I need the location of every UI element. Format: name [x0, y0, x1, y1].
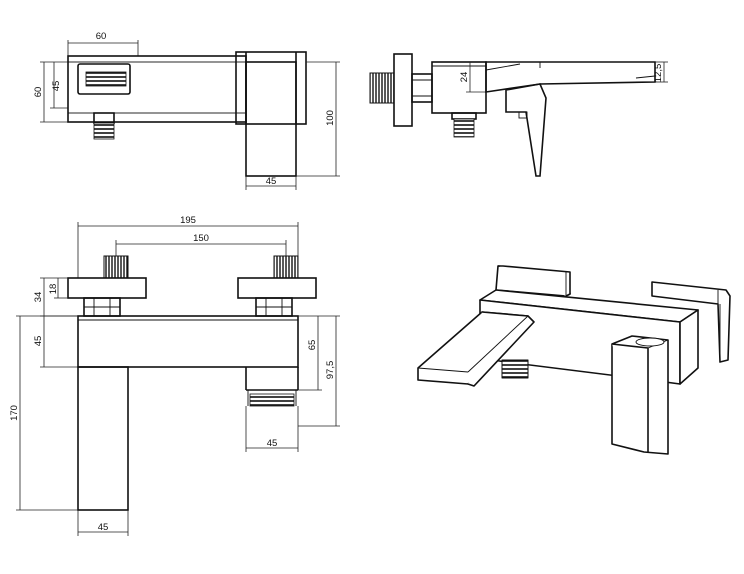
dim-front-45-bottom: 45 — [98, 522, 109, 533]
dim-front-65: 65 — [307, 340, 318, 351]
dim-top-width-60: 60 — [96, 31, 107, 42]
dim-top-height-60: 60 — [33, 87, 44, 98]
dim-front-195: 195 — [180, 215, 196, 226]
isometric-view — [417, 265, 731, 455]
top-view: 60 60 45 100 45 — [33, 31, 340, 190]
dim-side-12-5: 12,5 — [653, 64, 664, 83]
front-left-inlet-thread — [103, 255, 129, 279]
side-view: 24 12,5 — [369, 53, 668, 177]
dim-side-24: 24 — [459, 72, 470, 83]
dim-front-34: 34 — [33, 292, 44, 303]
side-bottom-thread — [453, 118, 475, 138]
dim-top-height-45: 45 — [51, 81, 62, 92]
dim-top-height-100: 100 — [325, 110, 336, 126]
front-view: 195 150 34 18 — [9, 215, 340, 536]
front-spout-outlet — [249, 393, 295, 407]
front-right-inlet-thread — [273, 255, 299, 279]
top-view-thread — [93, 122, 115, 140]
dim-front-150: 150 — [193, 233, 209, 244]
side-inlet-thread — [369, 72, 395, 104]
dim-front-97-5: 97,5 — [325, 361, 336, 380]
dim-front-45-spout: 45 — [267, 438, 278, 449]
dim-front-170: 170 — [9, 405, 20, 421]
dim-front-18: 18 — [48, 284, 59, 295]
dim-front-45-left: 45 — [33, 336, 44, 347]
hatched-slot — [85, 71, 127, 87]
iso-bottom-connector — [501, 359, 529, 379]
dim-top-bottom-45: 45 — [266, 176, 277, 187]
